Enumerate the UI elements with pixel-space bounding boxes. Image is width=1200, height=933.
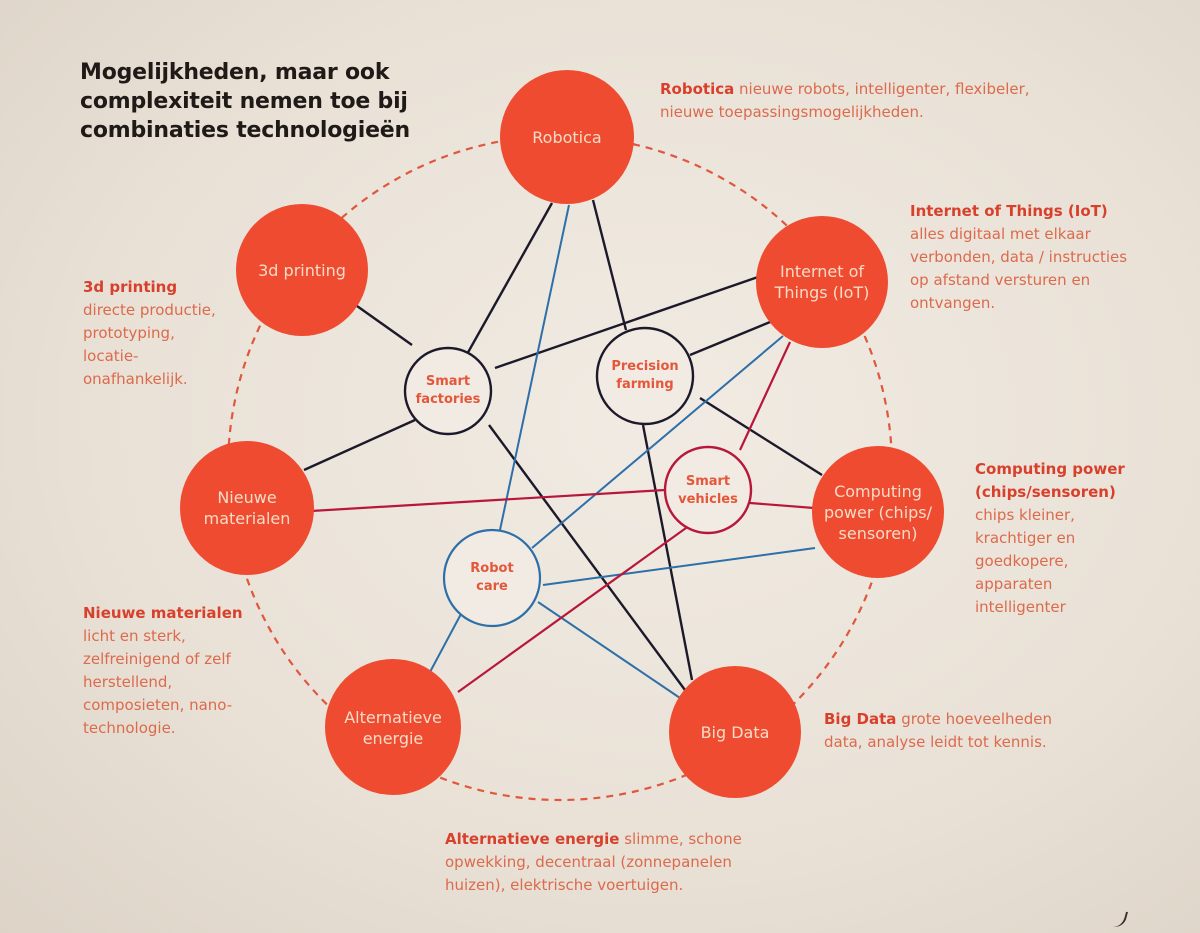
line-robotica-precision-farming (591, 199, 628, 331)
node-label-robotica: Robotica (532, 127, 602, 147)
desc-materialen: Nieuwe materialen licht en sterk, zelfre… (83, 602, 263, 740)
desc-computing-body: chips kleiner, krachtiger en goedkopere,… (975, 506, 1076, 616)
desc-bigdata-head: Big Data (824, 710, 897, 728)
node-printing (236, 204, 368, 336)
desc-iot: Internet of Things (IoT) alles digitaal … (910, 200, 1135, 315)
node-robotica (500, 70, 634, 204)
node-label-smart-vehicles: Smart vehicles (678, 474, 738, 507)
line-iot-smart-vehicles (739, 341, 791, 451)
desc-robotica-head: Robotica (660, 80, 735, 98)
line-printing-smart-factories (356, 305, 413, 346)
blue-connections (429, 204, 816, 699)
node-label-printing: 3d printing (258, 260, 346, 280)
node-smart-vehicles (663, 445, 753, 535)
line-computing-smart-vehicles (749, 501, 815, 510)
node-label-bigdata: Big Data (700, 722, 770, 742)
line-materialen-smart-vehicles (310, 488, 666, 513)
node-robot-care (442, 528, 542, 628)
desc-alternatief-body: slimme, schone opwekking, decentraal (zo… (445, 830, 742, 894)
line-materialen-smart-factories (303, 418, 416, 472)
desc-printing-head: 3d printing (83, 278, 178, 296)
node-label-precision-farming: Precision farming (611, 359, 679, 392)
line-robot-care-bigdata (537, 601, 681, 699)
line-iot-robot-care (531, 335, 784, 549)
desc-iot-body: alles digitaal met elkaar verbonden, dat… (910, 225, 1128, 312)
desc-robotica: Robotica nieuwe robots, intelligenter, f… (660, 78, 1080, 124)
line-robotica-smart-factories (464, 202, 554, 357)
line-smart-vehicles-alternatief (457, 527, 687, 693)
desc-robotica-body: nieuwe robots, intelligenter, flexibeler… (660, 80, 1030, 121)
outer-nodes (180, 70, 944, 798)
node-label-computing: Computing power (chips/ sensoren) (823, 481, 933, 543)
node-computing (812, 446, 944, 578)
line-computing-robot-care (542, 547, 816, 586)
page-title: Mogelijkheden, maar ook complexiteit nem… (80, 60, 410, 143)
desc-bigdata: Big Data grote hoeveelheden data, analys… (824, 708, 1094, 754)
node-bigdata (669, 666, 801, 798)
desc-bigdata-body: grote hoeveelheden data, analyse leidt t… (824, 710, 1053, 751)
line-robot-care-alternatief (429, 613, 462, 673)
node-smart-factories (403, 346, 493, 436)
desc-iot-head: Internet of Things (IoT) (910, 202, 1108, 220)
desc-materialen-body: licht en sterk, zelfreinigend of zelf he… (83, 627, 233, 737)
desc-printing: 3d printing directe productie, prototypi… (83, 276, 243, 391)
desc-alternatief: Alternatieve energie slimme, schone opwe… (445, 828, 795, 897)
line-smart-factories-bigdata (488, 424, 686, 691)
node-label-alternatief: Alternatieve energie (344, 708, 442, 748)
red-connections (310, 341, 815, 693)
node-label-smart-factories: Smart factories (415, 374, 481, 407)
line-robotica-robot-care (499, 204, 570, 531)
desc-printing-body: directe productie, prototyping, locatie-… (83, 301, 216, 388)
line-iot-smart-factories (494, 275, 759, 370)
line-precision-farming-bigdata (641, 424, 694, 681)
line-iot-precision-farming (689, 318, 776, 357)
line-precision-farming-computing (699, 396, 823, 477)
desc-computing-head: Computing power (chips/sensoren) (975, 460, 1125, 501)
desc-materialen-head: Nieuwe materialen (83, 604, 243, 622)
black-connections (303, 199, 823, 691)
desc-computing: Computing power (chips/sensoren) chips k… (975, 458, 1155, 619)
node-precision-farming (595, 326, 695, 426)
desc-alternatief-head: Alternatieve energie (445, 830, 620, 848)
node-alternatief (325, 659, 461, 795)
node-label-materialen: Nieuwe materialen (203, 488, 291, 528)
node-label-robot-care: Robot care (470, 561, 514, 594)
node-iot (756, 216, 888, 348)
node-label-iot: Internet of Things (IoT) (774, 262, 870, 302)
node-materialen (180, 441, 314, 575)
